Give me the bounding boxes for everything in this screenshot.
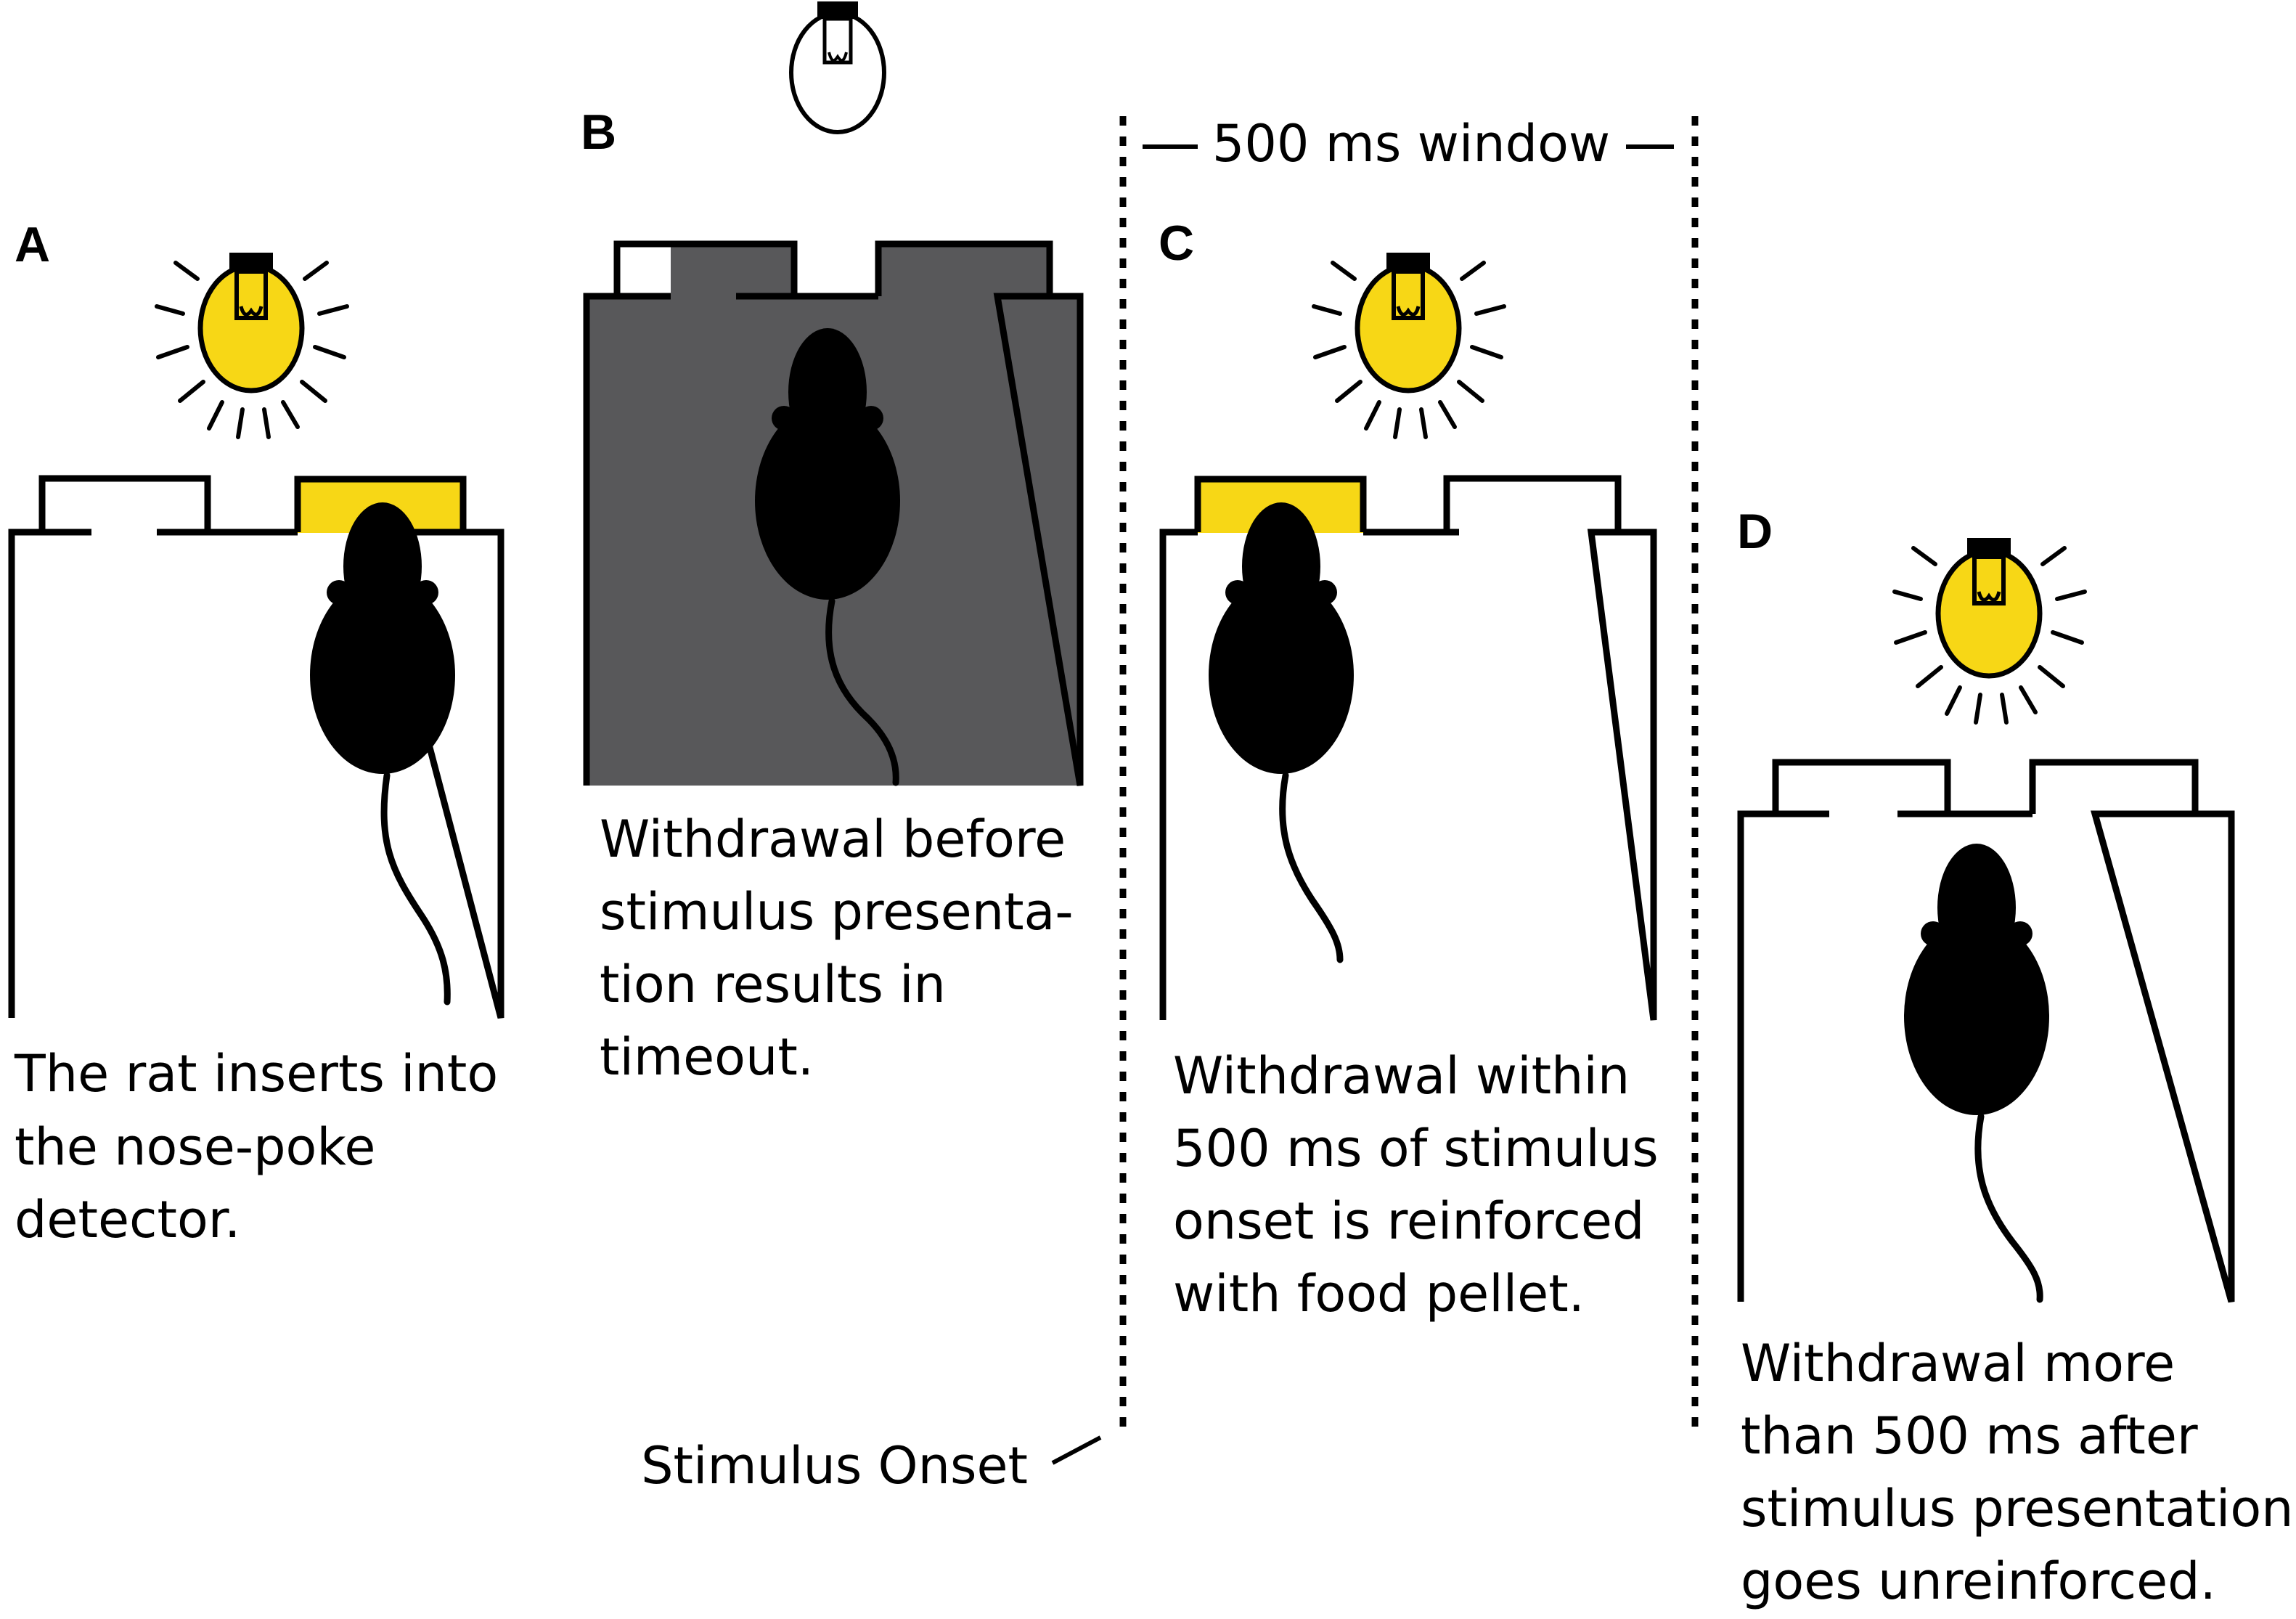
operant-chamber-box: [8, 475, 504, 1019]
panel-b: Withdrawal before stimulus presenta- tio…: [583, 1, 1084, 1087]
caption-a-line-1: The rat inserts into: [14, 1044, 498, 1104]
light-bulb-on-icon: [1312, 253, 1506, 439]
caption-b-line-4: timeout.: [600, 1027, 814, 1087]
rat-silhouette: [755, 328, 900, 786]
panel-label-d: D: [1737, 504, 1773, 559]
panel-label-b: B: [581, 105, 616, 160]
operant-chamber-box: [1159, 475, 1657, 1021]
caption-d-line-3: stimulus presentation: [1741, 1479, 2294, 1538]
light-bulb-on-icon: [1892, 538, 2087, 725]
panel-d: Withdrawal more than 500 ms after stimul…: [1737, 538, 2294, 1611]
caption-b-line-1: Withdrawal before: [600, 810, 1066, 869]
panel-a: The rat inserts into the nose-poke detec…: [8, 253, 504, 1249]
panel-label-a: A: [15, 217, 50, 272]
caption-a-line-2: the nose-poke: [15, 1117, 376, 1177]
panel-c: Withdrawal within 500 ms of stimulus ons…: [1159, 253, 1659, 1324]
light-bulb-on-icon: [155, 253, 349, 439]
caption-a-line-3: detector.: [15, 1190, 240, 1249]
caption-c-line-1: Withdrawal within: [1173, 1046, 1630, 1106]
operant-chamber-box: [583, 240, 1084, 786]
caption-c-line-4: with food pellet.: [1173, 1264, 1585, 1324]
light-bulb-off-icon: [789, 1, 886, 134]
panel-label-c: C: [1159, 216, 1194, 271]
caption-d-line-4: goes unreinforced.: [1741, 1551, 2216, 1611]
window-label: 500 ms window: [1212, 114, 1610, 174]
caption-c-line-3: onset is reinforced: [1173, 1191, 1644, 1251]
time-window-marker: 500 ms window Stimulus Onset: [641, 114, 1699, 1496]
rat-silhouette: [310, 502, 455, 1006]
operant-chamber-box: [1737, 759, 2235, 1303]
caption-d-line-1: Withdrawal more: [1741, 1334, 2175, 1393]
stimulus-onset-label: Stimulus Onset: [641, 1436, 1028, 1496]
rat-silhouette: [1209, 502, 1354, 963]
caption-b-line-3: tion results in: [600, 955, 946, 1014]
caption-c-line-2: 500 ms of stimulus: [1173, 1119, 1659, 1178]
caption-d-line-2: than 500 ms after: [1741, 1406, 2198, 1466]
caption-b-line-2: stimulus presenta-: [600, 882, 1074, 942]
rat-silhouette: [1904, 844, 2049, 1303]
